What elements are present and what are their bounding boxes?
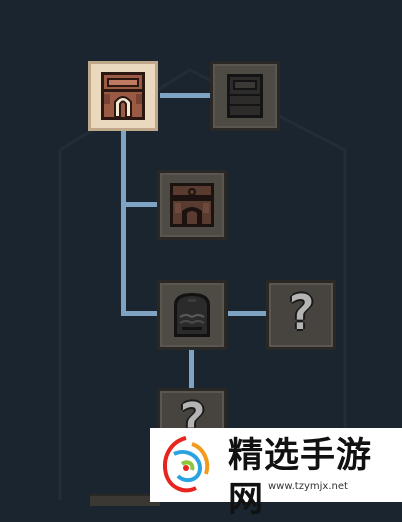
connector-iron-to-unknown-right (228, 311, 268, 316)
skill-node-dark-chest[interactable] (210, 61, 280, 131)
connector-top-horizontal (160, 93, 212, 98)
question-mark-icon: ? (286, 285, 316, 341)
iron-chest-armor-icon (174, 293, 210, 337)
belted-chest-armor-icon (170, 183, 214, 227)
connector-to-iron (121, 311, 159, 316)
connector-to-belted (121, 202, 159, 207)
connector-main-vertical (121, 130, 126, 316)
watermark-url: www.tzymjx.net (268, 481, 348, 492)
watermark-title: 精选手游网 (228, 436, 373, 520)
leather-chest-armor-icon (101, 72, 145, 120)
connector-iron-to-unknown-bottom (189, 350, 194, 390)
skill-node-belted-chest[interactable] (157, 170, 227, 240)
dark-chest-armor-icon (227, 74, 263, 118)
skill-node-iron-chest[interactable] (157, 280, 227, 350)
site-watermark: 精选手游网 www.tzymjx.net (150, 428, 402, 520)
site-logo-icon (163, 436, 210, 493)
skill-node-leather-chest[interactable] (88, 61, 158, 131)
skill-node-unknown-right[interactable]: ? (266, 280, 336, 350)
